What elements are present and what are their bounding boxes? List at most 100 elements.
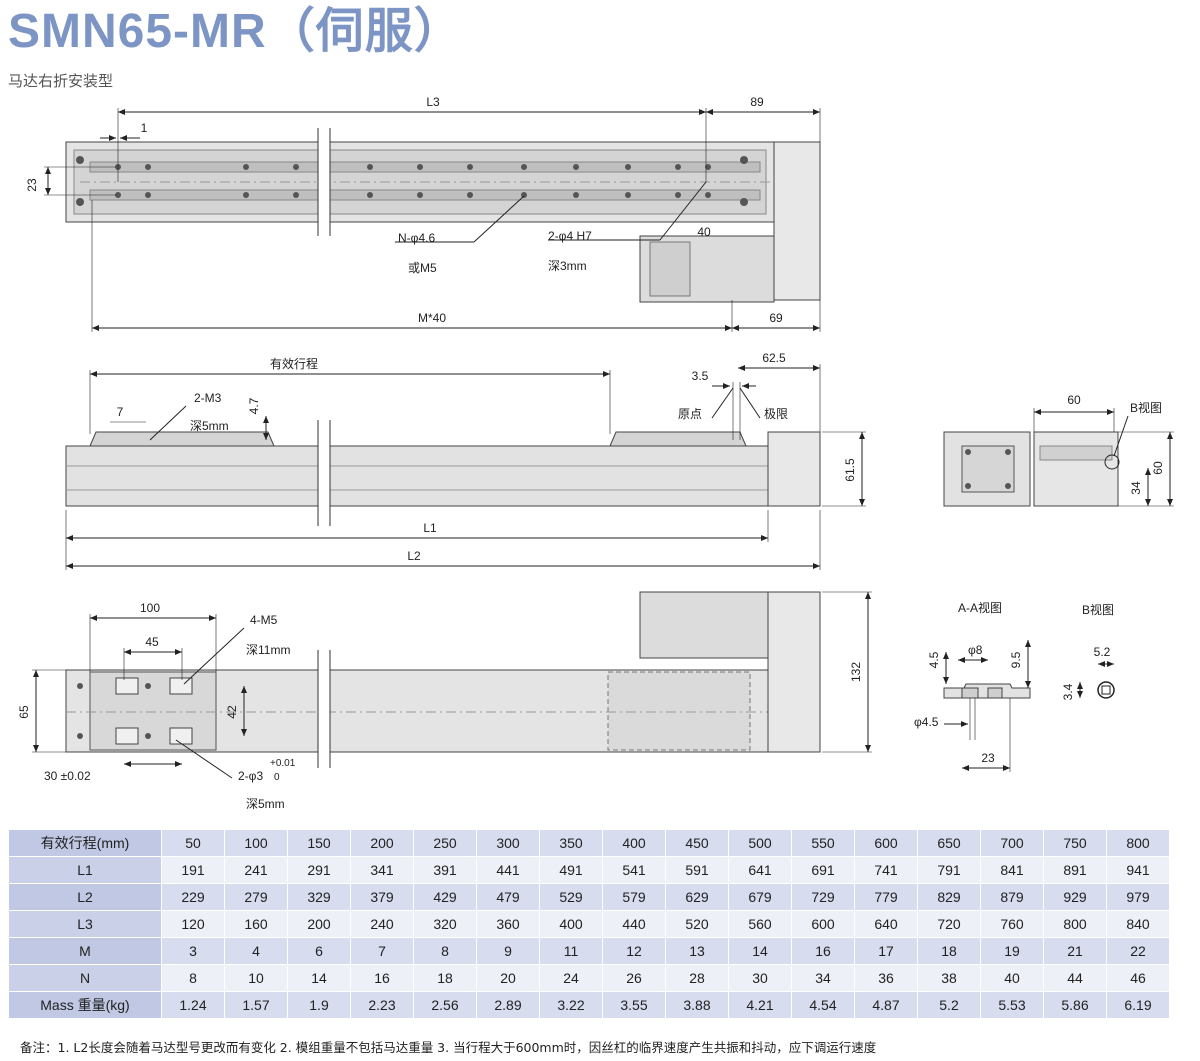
label-m5: 4-M5 bbox=[250, 613, 278, 627]
table-cell: 320 bbox=[413, 910, 477, 938]
label-tol-lower: 0 bbox=[274, 772, 280, 783]
table-cell: 17 bbox=[854, 937, 918, 965]
top-view: L3 89 1 23 N-φ4.6 或M5 2-φ4 H7 深3mm 40 M*… bbox=[25, 95, 821, 332]
table-cell: 19 bbox=[980, 937, 1044, 965]
table-cell: 4.21 bbox=[728, 991, 792, 1019]
dim-132: 132 bbox=[849, 662, 863, 682]
table-cell: 13 bbox=[665, 937, 729, 965]
footnote: 备注：1. L2长度会随着马达型号更改而有变化 2. 模组重量不包括马达重量 3… bbox=[20, 1040, 877, 1055]
table-cell: 5.2 bbox=[917, 991, 981, 1019]
table-cell: 800 bbox=[1043, 910, 1107, 938]
technical-drawing: L3 89 1 23 N-φ4.6 或M5 2-φ4 H7 深3mm 40 M*… bbox=[17, 95, 1174, 811]
top-motor-block bbox=[773, 141, 821, 301]
table-cell: 579 bbox=[602, 883, 666, 911]
dim-89: 89 bbox=[750, 95, 764, 109]
table-cell: 941 bbox=[1106, 856, 1170, 884]
side-body bbox=[65, 445, 769, 507]
dim-60-width: 60 bbox=[1067, 393, 1081, 407]
table-cell: 840 bbox=[1106, 910, 1170, 938]
table-cell: 9 bbox=[476, 937, 540, 965]
table-cell: 729 bbox=[791, 883, 855, 911]
table-cell: 38 bbox=[917, 964, 981, 992]
table-cell: 46 bbox=[1106, 964, 1170, 992]
table-cell: 541 bbox=[602, 856, 666, 884]
aa-dim-9-5: 9.5 bbox=[1009, 651, 1023, 668]
table-cell: 22 bbox=[1106, 937, 1170, 965]
dim-61-5: 61.5 bbox=[843, 458, 857, 482]
label-b-view: B视图 bbox=[1130, 400, 1162, 415]
dim-1: 1 bbox=[141, 121, 148, 135]
table-cell: 6 bbox=[287, 937, 351, 965]
table-cell: 650 bbox=[917, 829, 981, 857]
table-cell: 791 bbox=[917, 856, 981, 884]
table-cell: 4 bbox=[224, 937, 288, 965]
dim-30: 30 ±0.02 bbox=[44, 769, 91, 783]
table-cell: 2.89 bbox=[476, 991, 540, 1019]
aa-dim-phi8: φ8 bbox=[968, 643, 983, 657]
dim-40: 40 bbox=[697, 225, 711, 239]
table-cell: 479 bbox=[476, 883, 540, 911]
table-cell: 16 bbox=[791, 937, 855, 965]
table-cell: 8 bbox=[413, 937, 477, 965]
table-cell: 300 bbox=[476, 829, 540, 857]
table-cell: 160 bbox=[224, 910, 288, 938]
b-title: B视图 bbox=[1082, 602, 1114, 617]
table-cell: 350 bbox=[539, 829, 603, 857]
table-cell: 120 bbox=[161, 910, 225, 938]
table-cell: 10 bbox=[224, 964, 288, 992]
table-cell: 600 bbox=[791, 910, 855, 938]
dim-45: 45 bbox=[145, 635, 159, 649]
dim-60-height: 60 bbox=[1151, 461, 1165, 475]
table-cell: 879 bbox=[980, 883, 1044, 911]
table-cell: 329 bbox=[287, 883, 351, 911]
table-cell: 750 bbox=[1043, 829, 1107, 857]
table-cell: 450 bbox=[665, 829, 729, 857]
dim-62-5: 62.5 bbox=[762, 351, 786, 365]
b-detail-view: B视图 5.2 3.4 bbox=[1061, 602, 1115, 700]
table-cell: 26 bbox=[602, 964, 666, 992]
label-pin-depth: 深3mm bbox=[548, 259, 587, 273]
table-cell: 679 bbox=[728, 883, 792, 911]
label-n-holes-alt: 或M5 bbox=[408, 261, 437, 275]
table-cell: 1.9 bbox=[287, 991, 351, 1019]
table-cell: 2.23 bbox=[350, 991, 414, 1019]
dim-23: 23 bbox=[25, 178, 39, 192]
table-cell: 16 bbox=[350, 964, 414, 992]
dim-l3: L3 bbox=[426, 95, 440, 109]
table-cell: 24 bbox=[539, 964, 603, 992]
dim-100: 100 bbox=[140, 601, 160, 615]
label-m5-depth: 深11mm bbox=[246, 643, 290, 657]
bottom-view: 100 45 4-M5 深11mm 65 42 30 ±0.02 2-φ3 +0… bbox=[17, 591, 872, 811]
aa-title: A-A视图 bbox=[958, 600, 1002, 615]
label-origin: 原点 bbox=[678, 407, 702, 421]
table-cell: 500 bbox=[728, 829, 792, 857]
table-cell: 7 bbox=[350, 937, 414, 965]
dim-42: 42 bbox=[225, 705, 239, 719]
label-tol-upper: +0.01 bbox=[270, 758, 296, 769]
table-cell: 191 bbox=[161, 856, 225, 884]
row-label: M bbox=[8, 937, 162, 965]
row-label: L3 bbox=[8, 910, 162, 938]
table-cell: 40 bbox=[980, 964, 1044, 992]
table-cell: 341 bbox=[350, 856, 414, 884]
aa-dim-23: 23 bbox=[981, 751, 995, 765]
row-label: N bbox=[8, 964, 162, 992]
table-cell: 640 bbox=[854, 910, 918, 938]
table-cell: 379 bbox=[350, 883, 414, 911]
aa-dim-4-5: 4.5 bbox=[927, 651, 941, 668]
dim-4-7: 4.7 bbox=[247, 397, 261, 414]
table-cell: 20 bbox=[476, 964, 540, 992]
table-cell: 1.24 bbox=[161, 991, 225, 1019]
table-cell: 14 bbox=[728, 937, 792, 965]
table-cell: 150 bbox=[287, 829, 351, 857]
table-cell: 429 bbox=[413, 883, 477, 911]
table-cell: 240 bbox=[350, 910, 414, 938]
dim-stroke: 有效行程 bbox=[270, 356, 318, 371]
table-cell: 291 bbox=[287, 856, 351, 884]
